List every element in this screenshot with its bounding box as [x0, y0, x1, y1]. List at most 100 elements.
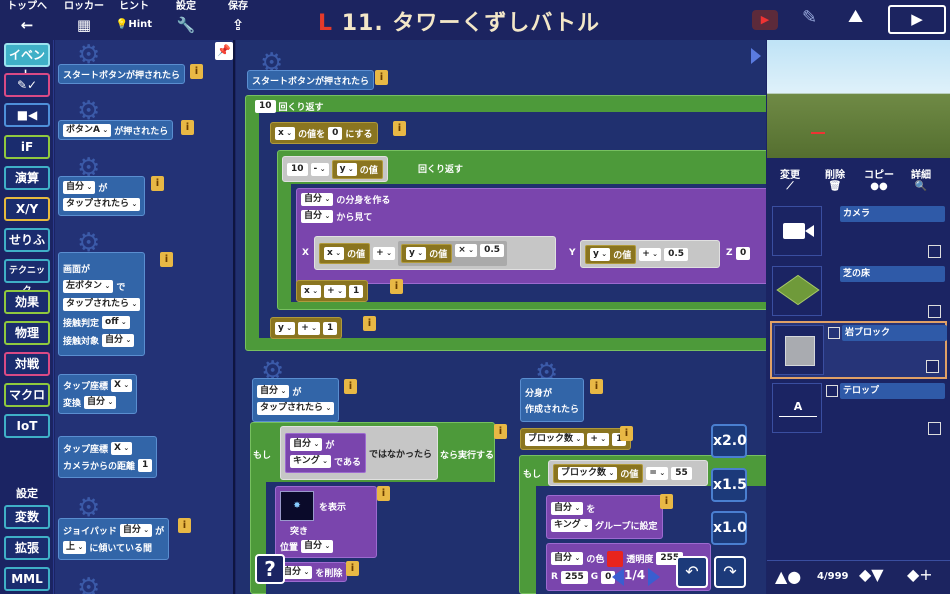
op-dropdown[interactable]: +	[324, 284, 346, 298]
inner-repeat-expr[interactable]: 10-yの値	[282, 156, 388, 182]
direction-dropdown[interactable]: 上	[63, 541, 87, 554]
condition-expr[interactable]: 自分がキングである ではなかったら	[280, 426, 438, 480]
op-dropdown[interactable]: +	[373, 246, 395, 260]
info-icon[interactable]: i	[590, 379, 603, 394]
axis-dropdown[interactable]: X	[111, 442, 133, 455]
info-icon[interactable]: i	[494, 424, 507, 439]
object-checkbox[interactable]	[928, 305, 941, 318]
tap-event-block[interactable]: 自分が タップされたら	[252, 378, 340, 422]
change-button[interactable]: 変更⟋	[777, 166, 803, 192]
op-dropdown[interactable]: =	[646, 466, 669, 480]
color-swatch[interactable]	[607, 550, 624, 567]
category-macro[interactable]: マクロ	[4, 383, 50, 407]
self-dropdown[interactable]: 自分	[301, 193, 334, 206]
target-dropdown[interactable]: 自分	[102, 333, 135, 347]
category-technique[interactable]: テクニック	[4, 259, 50, 296]
category-if[interactable]: iF	[4, 135, 50, 159]
value-field[interactable]: 1	[323, 321, 338, 335]
self-dropdown[interactable]: 自分	[257, 385, 290, 398]
delete-block[interactable]: 自分を削除	[275, 562, 348, 582]
op-dropdown[interactable]: +	[639, 247, 662, 261]
info-icon[interactable]: i	[178, 518, 191, 533]
palette-tap-block[interactable]: 自分が タップされたら	[58, 176, 146, 216]
save-button[interactable]: 保存 ⇪	[222, 1, 254, 39]
axis-dropdown[interactable]: X	[111, 379, 133, 392]
op-dropdown[interactable]: +	[587, 432, 610, 446]
add-shapes-icon[interactable]: ◆▼	[859, 565, 884, 584]
count-compare-expr[interactable]: ブロック数の値 = 55	[548, 460, 708, 486]
info-icon[interactable]: i	[190, 64, 203, 79]
tap-dropdown[interactable]: タップされたら	[257, 402, 335, 415]
info-icon[interactable]: i	[660, 494, 673, 509]
g-field[interactable]: 0	[601, 570, 616, 584]
speed-1x-button[interactable]: x1.0	[711, 511, 747, 545]
object-camera[interactable]: カメラ	[770, 204, 947, 262]
var-dropdown[interactable]: y	[406, 246, 427, 260]
detail-button[interactable]: 詳細🔍	[907, 166, 935, 192]
value-field[interactable]: 0	[328, 126, 343, 140]
category-physics[interactable]: 物理	[4, 321, 50, 345]
copy-button[interactable]: コピー●●	[861, 166, 897, 192]
info-icon[interactable]: i	[390, 279, 403, 294]
x-expression[interactable]: xの値 + yの値×0.5	[314, 236, 556, 270]
add-object-icon[interactable]: ◆+	[907, 565, 933, 584]
change-x-block[interactable]: x+1	[296, 280, 369, 302]
category-iot[interactable]: IoT	[4, 414, 50, 438]
palette-button-block[interactable]: ボタンAが押されたら	[58, 120, 174, 140]
z-field[interactable]: 0	[736, 247, 751, 260]
play-button[interactable]: ▶	[888, 5, 946, 34]
group-dropdown[interactable]: キング	[551, 519, 593, 532]
info-icon[interactable]: i	[160, 252, 173, 267]
op-dropdown[interactable]: ×	[455, 243, 478, 257]
info-icon[interactable]: i	[181, 120, 194, 135]
self-dropdown[interactable]: 自分	[63, 181, 96, 194]
number-field[interactable]: 0.5	[480, 243, 505, 257]
y-expression[interactable]: yの値 + 0.5	[580, 240, 720, 268]
change-y-block[interactable]: y+1	[270, 317, 343, 339]
object-rock-block[interactable]: 岩ブロック	[770, 321, 947, 379]
var-dropdown[interactable]: x	[324, 246, 345, 260]
video-icon[interactable]: ▶	[752, 10, 778, 30]
self-dropdown[interactable]: 自分	[84, 396, 117, 409]
category-event[interactable]: イベント	[4, 43, 50, 82]
number-field[interactable]: 55	[671, 466, 692, 480]
set-x-block[interactable]: xの値を0にする	[270, 122, 378, 144]
var-dropdown[interactable]: x	[301, 284, 322, 298]
palette-joypad-block[interactable]: ジョイパッド自分が 上に傾いている間	[58, 518, 170, 560]
op-dropdown[interactable]: -	[310, 162, 329, 176]
start-event-block[interactable]: スタートボタンが押されたら	[247, 70, 375, 90]
repeat-count-field[interactable]: 10	[255, 99, 276, 113]
category-camera[interactable]: ■◀	[4, 103, 50, 127]
number-field[interactable]: 0.5	[664, 247, 689, 261]
number-field[interactable]: 10	[287, 162, 308, 176]
settings-button[interactable]: 設定 🔧	[170, 1, 202, 39]
info-icon[interactable]: i	[151, 176, 164, 191]
group-dropdown[interactable]: キング	[290, 455, 332, 468]
info-icon[interactable]: i	[363, 316, 376, 331]
locker-button[interactable]: ロッカー ▦	[62, 1, 106, 39]
tap-dropdown[interactable]: タップされたら	[63, 297, 141, 311]
button-dropdown[interactable]: ボタンA	[63, 123, 112, 137]
category-effect[interactable]: 効果	[4, 290, 50, 314]
speed-1-5x-button[interactable]: x1.5	[711, 468, 747, 502]
category-battle[interactable]: 対戦	[4, 352, 50, 376]
number-field[interactable]: 1	[138, 459, 153, 472]
var-dropdown[interactable]: y	[590, 247, 611, 261]
pin-icon[interactable]: 📌	[215, 42, 233, 60]
category-character[interactable]: ✎✓	[4, 73, 50, 97]
show-effect-block[interactable]: ✸を表示 突き 位置自分	[275, 486, 377, 558]
self-dropdown[interactable]: 自分	[301, 540, 334, 553]
clone-created-block[interactable]: 分身が作成されたら	[520, 378, 585, 422]
self-dropdown[interactable]: 自分	[290, 438, 323, 451]
next-page-icon[interactable]	[648, 568, 660, 586]
category-calc[interactable]: 演算	[4, 166, 50, 190]
var-dropdown[interactable]: y	[336, 162, 357, 176]
self-dropdown[interactable]: 自分	[301, 210, 334, 223]
category-variable[interactable]: 変数	[4, 505, 50, 529]
op-dropdown[interactable]: +	[298, 321, 321, 335]
tap-dropdown[interactable]: タップされたら	[63, 198, 141, 211]
info-icon[interactable]: i	[620, 426, 633, 441]
value-field[interactable]: 1	[348, 284, 364, 298]
